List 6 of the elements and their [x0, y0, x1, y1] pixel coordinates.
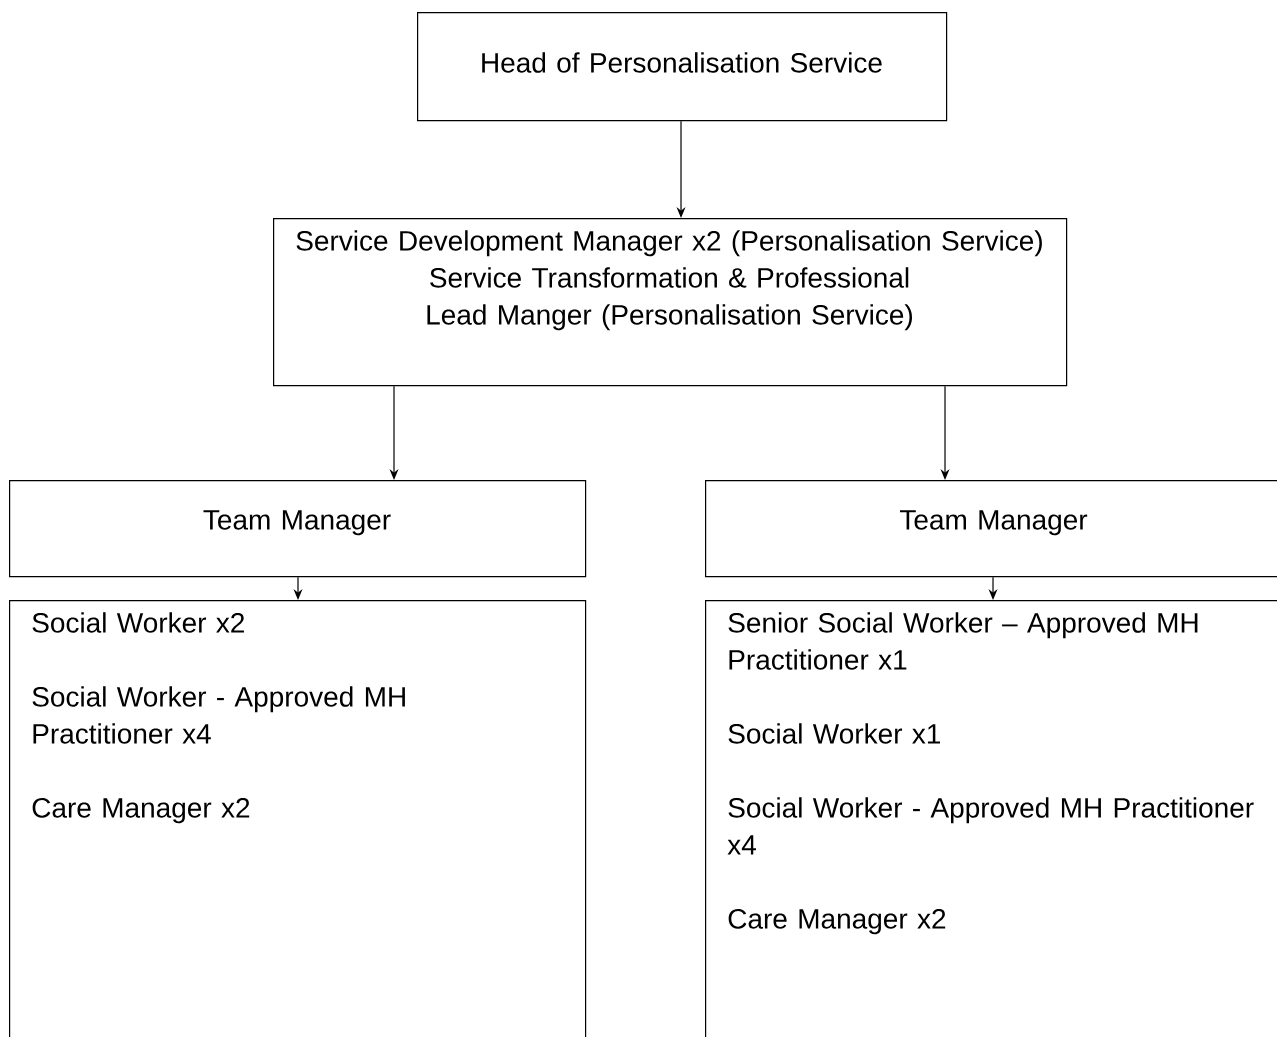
org-box: Team Manager	[9, 480, 587, 578]
org-box: Service Development Manager x2 (Personalisation Service) Service Transformation & Professional Lead Manger (Personalisation Service)	[273, 218, 1068, 387]
org-box: Head of Personalisation Service	[417, 12, 948, 122]
org-box: Senior Social Worker – Approved MH Practitioner x1 Social Worker x1 Social Worker - Approved MH Practitioner x4 Care Manager x2	[705, 600, 1277, 1037]
org-box: Social Worker x2 Social Worker - Approved MH Practitioner x4 Care Manager x2	[9, 600, 587, 1037]
org-box: Team Manager	[705, 480, 1277, 578]
